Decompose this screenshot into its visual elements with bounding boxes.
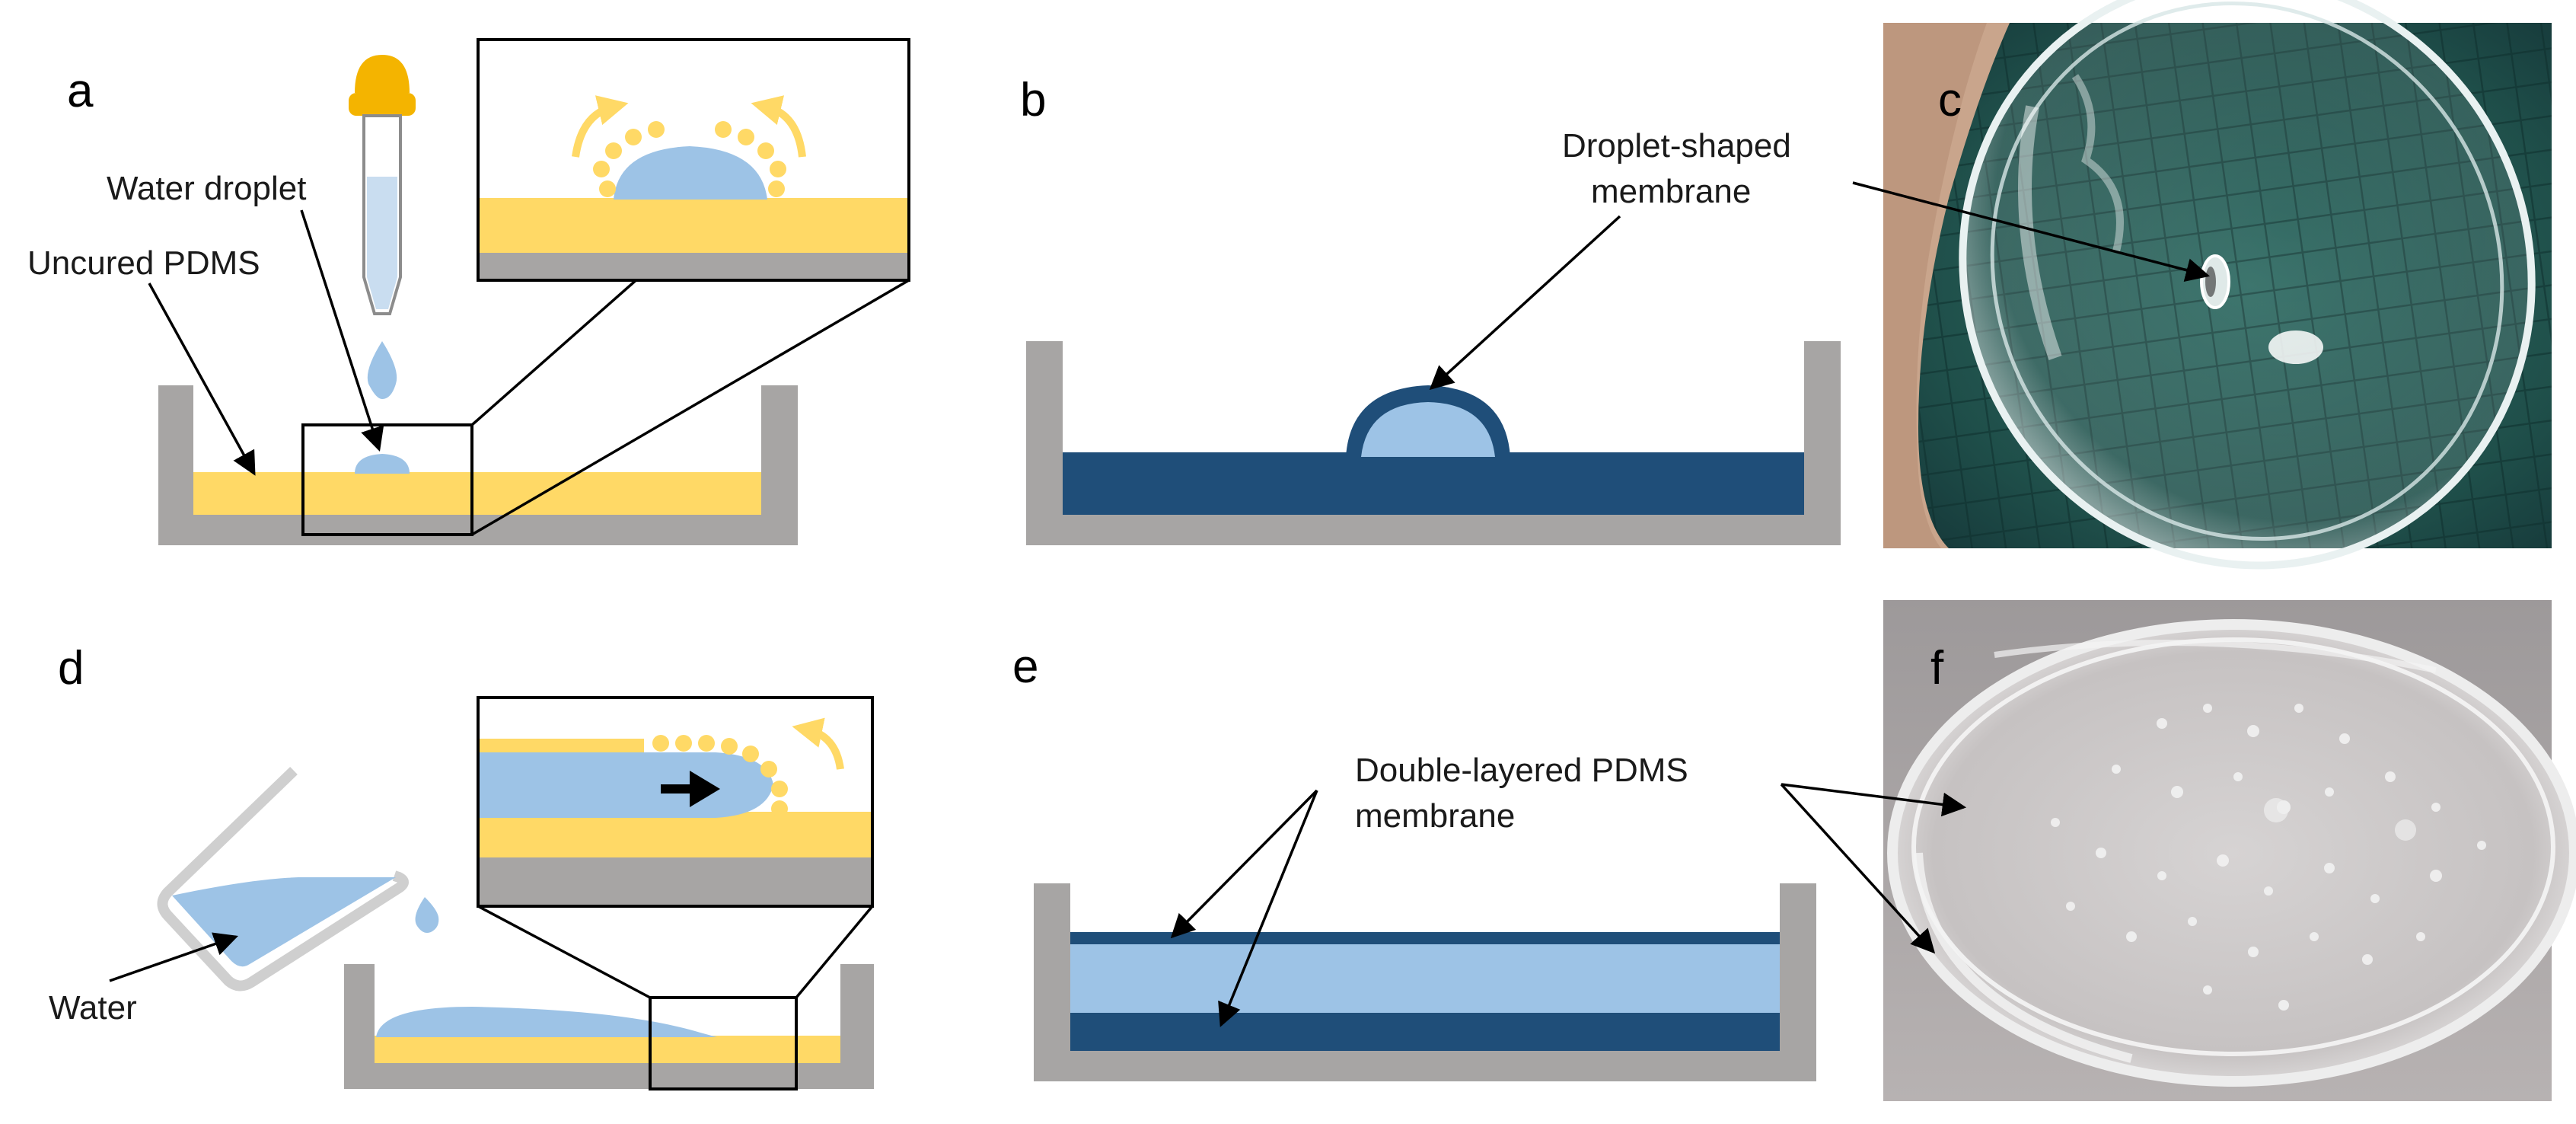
double-layer-arrow-bottom bbox=[1218, 790, 1318, 1027]
panel-f-photo: f bbox=[1780, 600, 2576, 1101]
droplet-membrane-label-line1: Droplet-shaped bbox=[1562, 127, 1791, 164]
water-arrow bbox=[109, 932, 238, 982]
panel-b: b Droplet-shaped membrane bbox=[1020, 74, 1841, 545]
spreading-water-layer bbox=[376, 1007, 717, 1037]
water-droplet-label: Water droplet bbox=[107, 170, 306, 207]
water-droplet-arrow bbox=[300, 209, 384, 452]
panel-d: d Water bbox=[49, 642, 874, 1090]
water-droplet-small bbox=[355, 454, 410, 474]
beaker-icon bbox=[157, 766, 439, 991]
dish-container bbox=[344, 964, 874, 1089]
panel-a: a bbox=[27, 38, 910, 545]
zoom-inset-a bbox=[477, 38, 910, 282]
top-pdms-layer bbox=[1070, 932, 1780, 944]
double-layer-label-line1: Double-layered PDMS bbox=[1355, 752, 1688, 789]
zoom-selection-box bbox=[301, 423, 473, 536]
panel-c-photo: c bbox=[1852, 0, 2552, 570]
uncured-pdms-arrow bbox=[148, 283, 256, 476]
bubble-cluster bbox=[2051, 704, 2486, 1011]
panel-b-letter: b bbox=[1020, 74, 1046, 126]
photo-double-layer-arrow-bottom bbox=[1780, 783, 1936, 954]
uncured-pdms-layer bbox=[375, 1036, 840, 1063]
photo-membrane-arrow bbox=[1852, 181, 2211, 283]
bottom-pdms-layer bbox=[1070, 1013, 1780, 1051]
uncured-pdms-label: Uncured PDMS bbox=[27, 244, 260, 282]
double-layer-arrow-top bbox=[1170, 789, 1318, 939]
double-layer-label-line2: membrane bbox=[1355, 797, 1515, 835]
panel-e: e Double-layered PDMS membrane bbox=[1012, 640, 1816, 1081]
water-layer bbox=[1070, 943, 1780, 1013]
cured-pdms-layer bbox=[1063, 452, 1804, 515]
dish-container bbox=[1034, 883, 1816, 1081]
trapped-water-droplet bbox=[1361, 402, 1495, 457]
uncured-pdms-layer bbox=[193, 472, 761, 515]
dropper-icon bbox=[349, 55, 416, 399]
droplet-membrane-label-line2: membrane bbox=[1591, 173, 1751, 210]
zoom-inset-d bbox=[477, 696, 874, 908]
zoom-connector-bottom bbox=[471, 279, 910, 536]
panel-a-letter: a bbox=[67, 65, 94, 117]
water-label: Water bbox=[49, 989, 137, 1027]
dish-container bbox=[1026, 341, 1841, 545]
zoom-selection-box bbox=[649, 996, 798, 1090]
panel-d-letter: d bbox=[58, 642, 84, 695]
panel-e-letter: e bbox=[1012, 640, 1038, 693]
zoom-connector-left bbox=[477, 905, 651, 999]
panel-c-letter: c bbox=[1938, 74, 1962, 126]
droplet-membrane-arrow bbox=[1429, 215, 1621, 391]
zoom-connector-right bbox=[795, 905, 874, 999]
panel-f-letter: f bbox=[1930, 642, 1944, 695]
photo-double-layer-arrow-top bbox=[1781, 783, 1967, 817]
dish-container bbox=[158, 385, 798, 545]
